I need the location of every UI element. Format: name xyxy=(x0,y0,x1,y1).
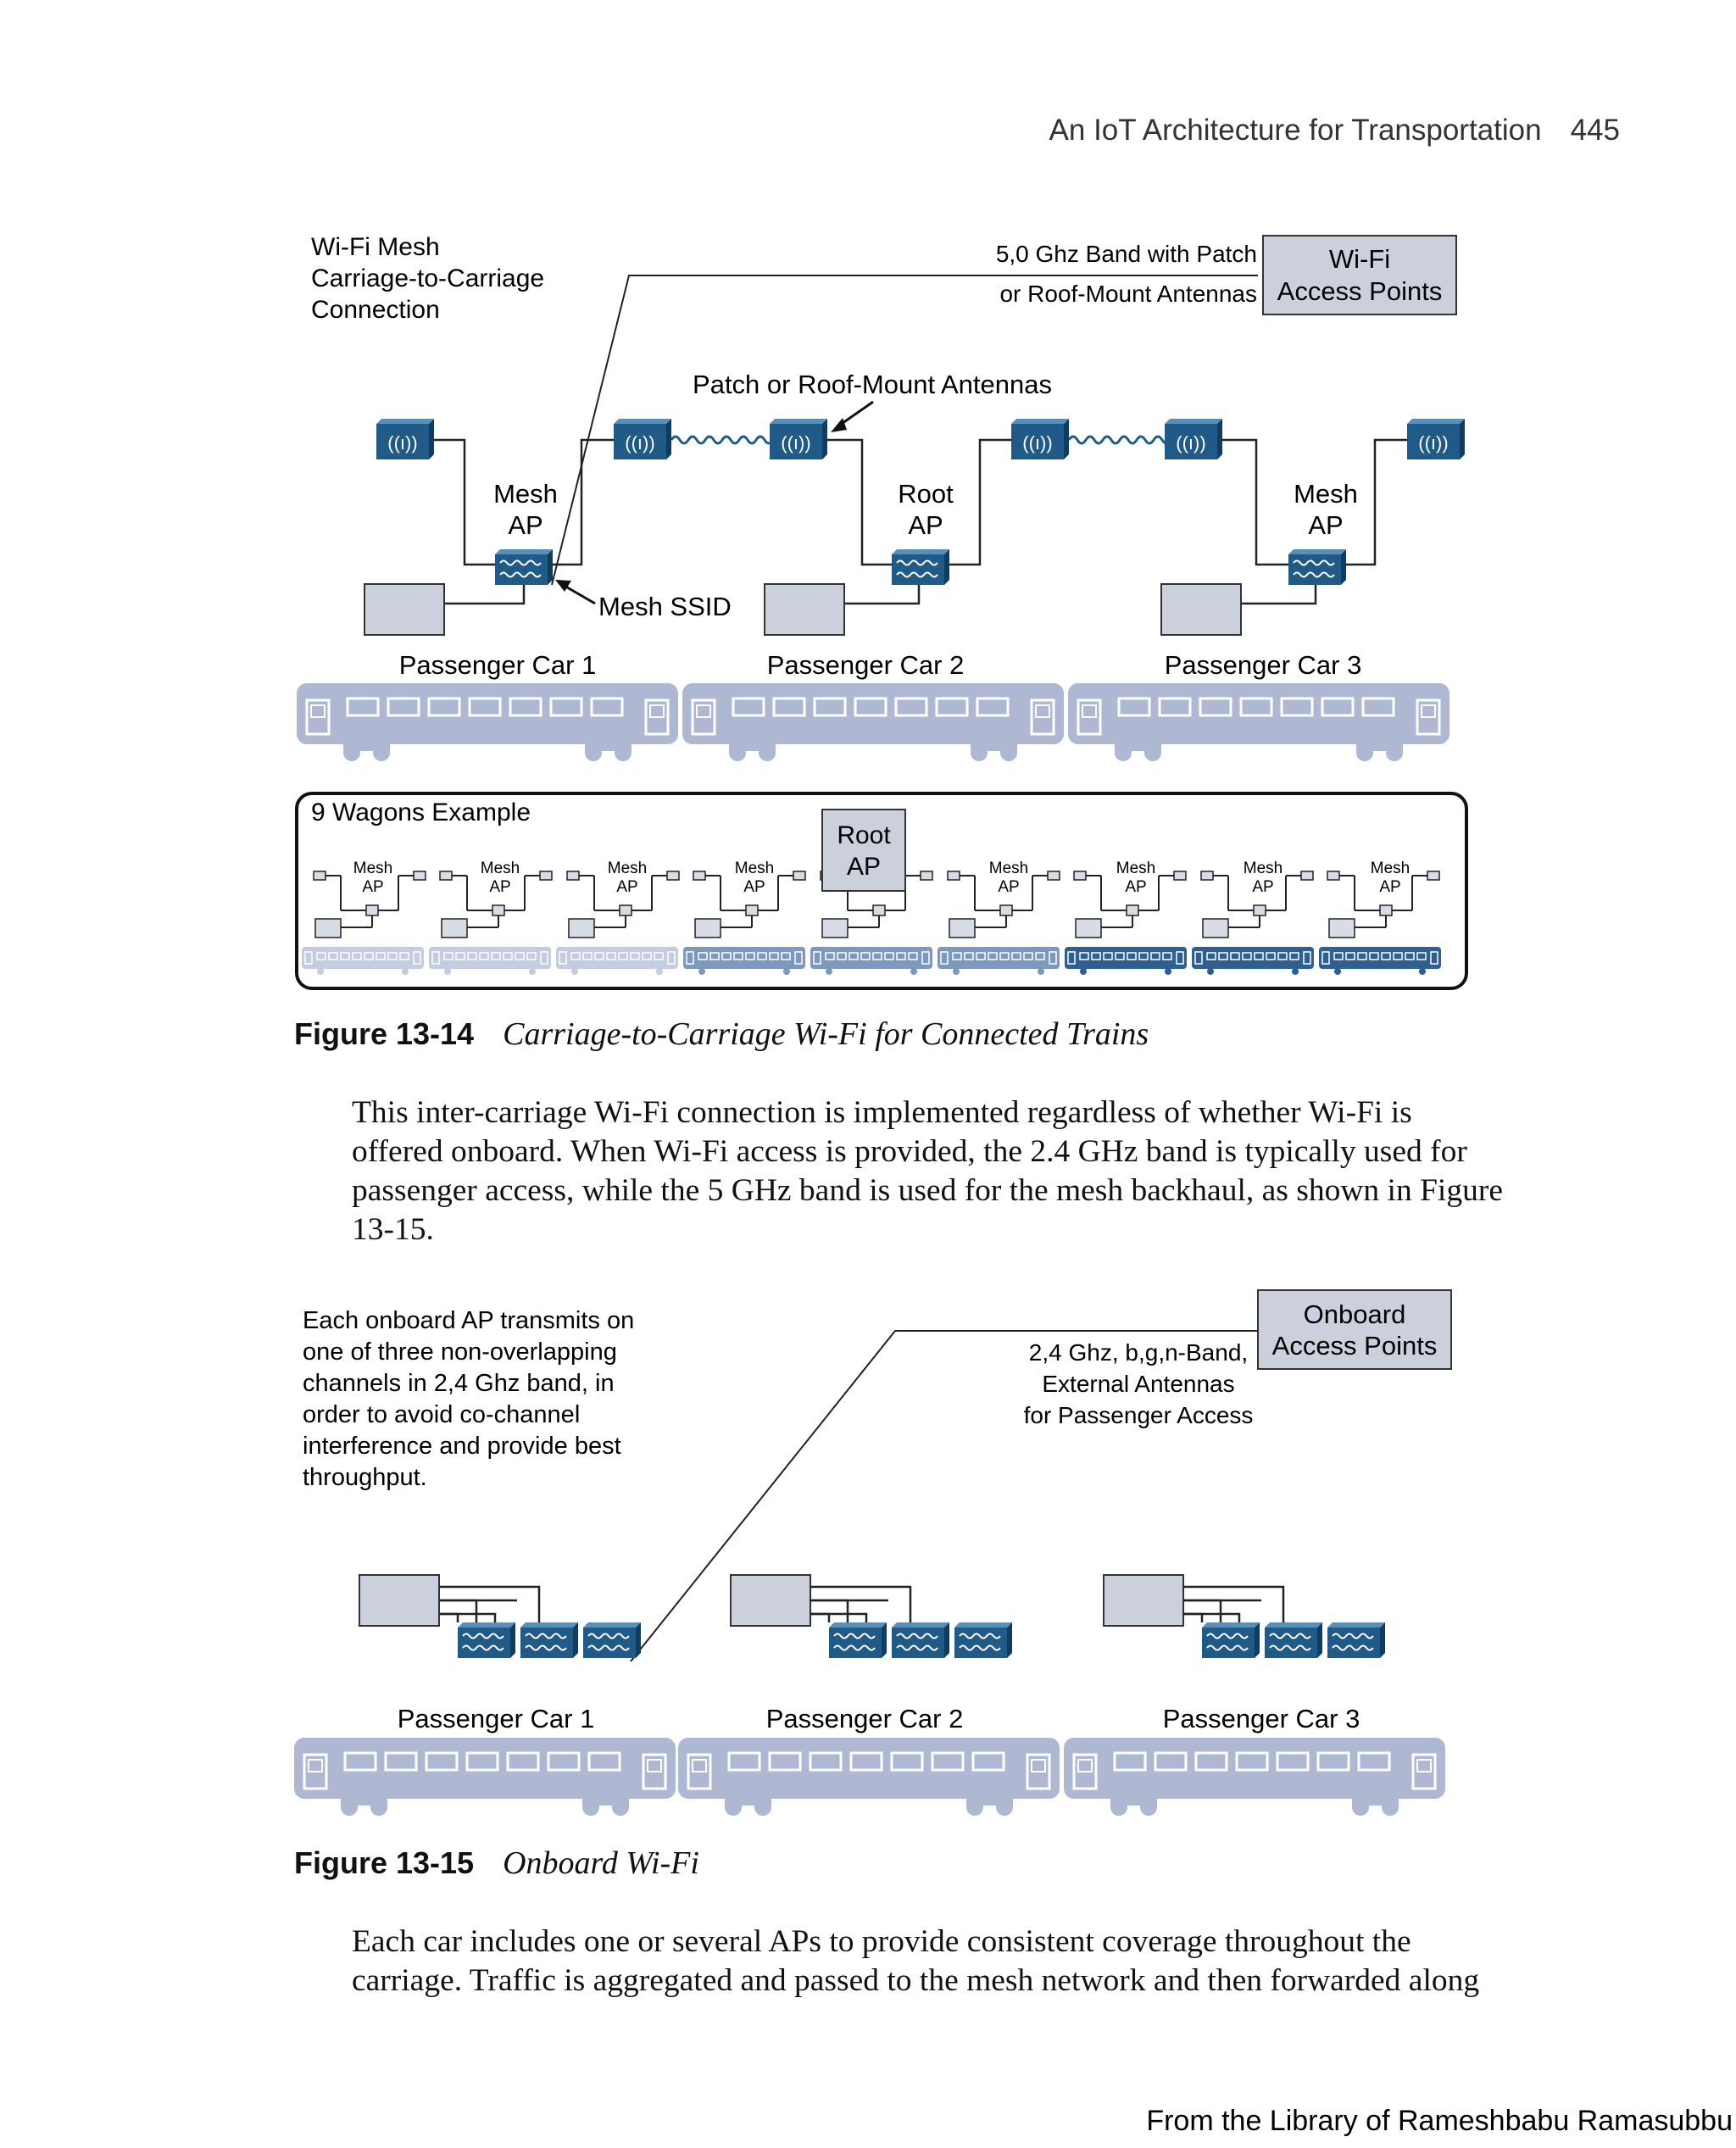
access-points-box-line-1: Wi-Fi xyxy=(1329,244,1390,274)
figure-13-15-title: Onboard Wi-Fi xyxy=(503,1845,699,1881)
wagon-label-ap: AP xyxy=(743,878,765,896)
ap-label-2-line-2: AP xyxy=(908,510,943,540)
mesh-ssid-label: Mesh SSID xyxy=(598,592,732,621)
car-3-ap-cluster xyxy=(1104,1575,1385,1658)
wagon-label-ap: AP xyxy=(489,878,510,896)
onboard-band-line-3: for Passenger Access xyxy=(1024,1402,1254,1428)
wagon-label-ap: AP xyxy=(362,878,383,896)
antenna-icon xyxy=(1011,419,1069,459)
passenger-car-1 xyxy=(295,682,680,763)
figure-13-14-caption: Figure 13-14 Carriage-to-Carriage Wi-Fi f… xyxy=(294,1016,1149,1053)
inset-title: 9 Wagons Example xyxy=(311,799,531,826)
wagon-label-mesh: Mesh xyxy=(608,860,647,877)
switch-box xyxy=(1160,583,1242,636)
band-label-line-1: 5,0 Ghz Band with Patch xyxy=(996,241,1257,267)
onboard-band-line-1: 2,4 Ghz, b,g,n-Band, xyxy=(1029,1339,1248,1366)
car-1-ap-cluster xyxy=(359,1575,641,1658)
onboard-car-label-2: Passenger Car 2 xyxy=(766,1704,964,1733)
wagon-label-mesh: Mesh xyxy=(1244,860,1283,877)
library-footer: From the Library of Rameshbabu Ramasubbu xyxy=(1146,2105,1733,2137)
car-label-2: Passenger Car 2 xyxy=(767,650,965,680)
body-paragraph-1: This inter-carriage Wi-Fi connection is … xyxy=(352,1095,1503,1247)
body-paragraph-2: Each car includes one or several APs to … xyxy=(352,1924,1480,1998)
antenna-label: Patch or Roof-Mount Antennas xyxy=(693,370,1052,399)
note-line-1: Each onboard AP transmits on xyxy=(303,1307,634,1334)
wagon-label-mesh: Mesh xyxy=(1371,860,1410,877)
wifi-mesh-label-line-1: Wi-Fi Mesh xyxy=(311,233,440,261)
figure-13-15-diagram: Each onboard AP transmits on one of thre… xyxy=(292,1289,1452,1817)
ap-label-1-line-1: Mesh xyxy=(493,479,558,509)
mesh-ap-icon xyxy=(1288,548,1347,586)
onboard-band-line-2: External Antennas xyxy=(1042,1371,1234,1397)
wagon-label-mesh: Mesh xyxy=(1116,860,1155,877)
wagon-label-mesh: Mesh xyxy=(481,860,520,877)
wifi-access-points-box xyxy=(1262,235,1457,315)
note-line-6: throughput. xyxy=(303,1464,427,1491)
antenna-icon xyxy=(376,419,434,459)
switch-box xyxy=(364,583,445,636)
figure-13-15-caption: Figure 13-15 Onboard Wi-Fi xyxy=(294,1845,699,1882)
inset-root-line-2: AP xyxy=(847,853,881,881)
wagon-label-mesh: Mesh xyxy=(353,860,392,877)
ap-label-2-line-1: Root xyxy=(898,479,954,509)
running-head-title: An IoT Architecture for Transportation xyxy=(1049,114,1542,147)
access-points-box-line-2: Access Points xyxy=(1277,276,1443,306)
note-line-4: order to avoid co-channel xyxy=(303,1401,580,1428)
onboard-passenger-car-2 xyxy=(676,1736,1061,1817)
onboard-passenger-car-3 xyxy=(1062,1736,1447,1817)
onboard-passenger-car-1 xyxy=(292,1736,677,1817)
onboard-box-line-1: Onboard xyxy=(1304,1299,1406,1329)
figure-13-14-title: Carriage-to-Carriage Wi-Fi for Connected… xyxy=(503,1016,1149,1052)
onboard-car-label-1: Passenger Car 1 xyxy=(398,1704,595,1733)
car-label-3: Passenger Car 3 xyxy=(1165,650,1362,680)
antenna-icon xyxy=(614,419,671,459)
ap-label-3-line-2: AP xyxy=(1308,510,1343,540)
wagon-label-ap: AP xyxy=(1379,878,1400,896)
wagon-label-mesh: Mesh xyxy=(989,860,1028,877)
switch-box xyxy=(764,583,845,636)
car-label-1: Passenger Car 1 xyxy=(399,650,597,680)
car-2-ap-cluster xyxy=(731,1575,1012,1658)
wifi-mesh-label-line-3: Connection xyxy=(311,296,440,324)
figure-13-14-diagram: ((ı)) xyxy=(295,233,1468,990)
passenger-car-3 xyxy=(1066,682,1451,763)
band-label-line-2: or Roof-Mount Antennas xyxy=(999,281,1257,307)
antenna-icon xyxy=(1165,419,1222,459)
figure-13-14-label: Figure 13-14 xyxy=(294,1016,475,1051)
root-ap-icon xyxy=(891,548,950,586)
ap-label-3-line-1: Mesh xyxy=(1294,479,1358,509)
wagon-label-ap: AP xyxy=(616,878,637,896)
note-line-5: interference and provide best xyxy=(303,1433,621,1460)
figure-13-15-label: Figure 13-15 xyxy=(294,1845,475,1880)
antenna-icon xyxy=(1407,419,1465,459)
wagon-label-ap: AP xyxy=(1125,878,1146,896)
page-number: 445 xyxy=(1570,114,1620,147)
wifi-mesh-label-line-2: Carriage-to-Carriage xyxy=(311,264,544,292)
running-head: An IoT Architecture for Transportation 44… xyxy=(1049,114,1620,147)
onboard-box-line-2: Access Points xyxy=(1272,1331,1438,1361)
wagon-label-mesh: Mesh xyxy=(735,860,774,877)
antenna-icon xyxy=(770,419,827,459)
inset-root-line-1: Root xyxy=(837,821,891,849)
wagon-label-ap: AP xyxy=(998,878,1019,896)
ap-label-1-line-2: AP xyxy=(508,510,542,540)
note-line-3: channels in 2,4 Ghz band, in xyxy=(303,1370,615,1397)
passenger-car-2 xyxy=(681,682,1066,763)
mesh-ap-icon xyxy=(494,548,554,586)
onboard-access-points-box xyxy=(1257,1289,1452,1370)
note-line-2: one of three non-overlapping xyxy=(303,1338,617,1366)
onboard-car-label-3: Passenger Car 3 xyxy=(1163,1704,1360,1733)
wagon-label-ap: AP xyxy=(1252,878,1273,896)
inset-root-ap-box xyxy=(821,809,906,892)
